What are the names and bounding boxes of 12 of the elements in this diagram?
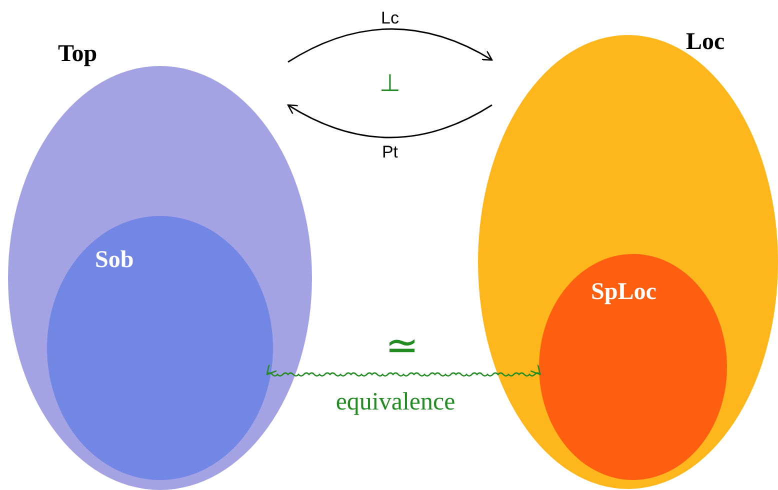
adjunction-symbol: ⊥ xyxy=(380,69,400,99)
wavy-double-arrow xyxy=(266,364,541,377)
curved-arrow xyxy=(287,104,492,138)
edge-label: equivalence xyxy=(336,388,456,418)
curved-arrow xyxy=(288,28,493,63)
set-name: Top xyxy=(58,40,98,69)
equivalence-symbol: ≃ xyxy=(385,322,419,371)
set-name: SpLoc xyxy=(591,278,656,307)
edge-label: Pt xyxy=(382,141,398,164)
set-name: Sob xyxy=(95,246,134,275)
set-name: Loc xyxy=(686,28,725,57)
edge-label: Lc xyxy=(381,7,399,30)
